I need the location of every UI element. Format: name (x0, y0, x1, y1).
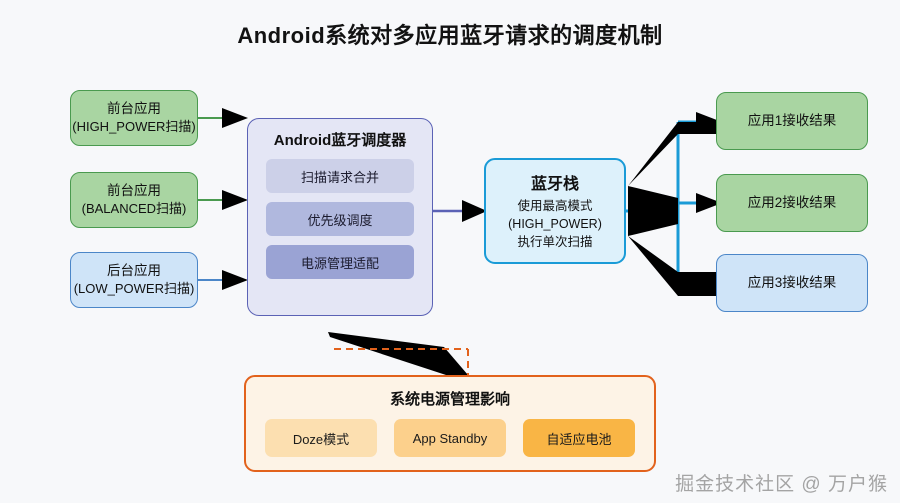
node-label-line1: 后台应用 (107, 263, 161, 279)
connector-scheduler-to-btstack (433, 200, 487, 222)
connector-app1-to-scheduler (198, 108, 248, 128)
node-android-bluetooth-scheduler[interactable]: Android蓝牙调度器 扫描请求合并 优先级调度 电源管理适配 (247, 118, 433, 316)
bt-stack-line-3: 执行单次扫描 (517, 234, 593, 249)
scheduler-item-scan-merge[interactable]: 扫描请求合并 (266, 159, 414, 193)
watermark: 掘金技术社区 @ 万户猴 (675, 474, 888, 495)
node-label-line1: 应用3接收结果 (747, 274, 837, 290)
page-title: Android系统对多应用蓝牙请求的调度机制 (237, 23, 663, 48)
connector-app2-to-scheduler (198, 190, 248, 210)
power-item-adaptive-battery[interactable]: 自适应电池 (523, 419, 635, 457)
node-label-line1: 应用1接收结果 (747, 112, 837, 128)
node-app2-receives-result[interactable]: 应用2接收结果 (716, 174, 868, 232)
connector-app3-to-scheduler (198, 270, 248, 290)
scheduler-item-power-management[interactable]: 电源管理适配 (266, 245, 414, 279)
scheduler-item-priority-scheduling[interactable]: 优先级调度 (266, 202, 414, 236)
scheduler-item-label: 电源管理适配 (300, 255, 379, 271)
power-item-label: Doze模式 (292, 431, 350, 447)
node-foreground-app-high-power[interactable]: 前台应用 (HIGH_POWER扫描) (70, 90, 198, 146)
node-app3-receives-result[interactable]: 应用3接收结果 (716, 254, 868, 312)
panel-system-power-management[interactable]: 系统电源管理影响 Doze模式 App Standby 自适应电池 (244, 375, 656, 472)
scheduler-item-label: 扫描请求合并 (300, 169, 379, 185)
scheduler-item-label: 优先级调度 (307, 212, 373, 228)
bt-stack-line-2: (HIGH_POWER) (508, 217, 602, 232)
power-panel-items: Doze模式 App Standby 自适应电池 (265, 419, 635, 457)
node-background-app-low-power[interactable]: 后台应用 (LOW_POWER扫描) (70, 252, 198, 308)
node-label-line1: 前台应用 (107, 101, 161, 117)
node-label-line2: (LOW_POWER扫描) (73, 281, 195, 297)
power-item-doze-mode[interactable]: Doze模式 (265, 419, 377, 457)
node-label-line1: 应用2接收结果 (747, 194, 837, 210)
node-label-line2: (BALANCED扫描) (81, 201, 187, 217)
node-foreground-app-balanced[interactable]: 前台应用 (BALANCED扫描) (70, 172, 198, 228)
scheduler-title: Android蓝牙调度器 (273, 132, 407, 149)
bt-stack-line-1: 使用最高模式 (517, 199, 593, 214)
connector-btstack-to-results (626, 112, 722, 296)
node-label-line2: (HIGH_POWER扫描) (72, 119, 196, 135)
power-item-label: 自适应电池 (546, 431, 612, 447)
node-app1-receives-result[interactable]: 应用1接收结果 (716, 92, 868, 150)
node-bluetooth-stack[interactable]: 蓝牙栈 使用最高模式 (HIGH_POWER) 执行单次扫描 (484, 158, 626, 264)
power-item-app-standby[interactable]: App Standby (394, 419, 506, 457)
connector-scheduler-to-power-panel (328, 332, 469, 375)
bt-stack-title: 蓝牙栈 (530, 176, 579, 194)
node-label-line1: 前台应用 (107, 183, 161, 199)
power-panel-title: 系统电源管理影响 (389, 391, 510, 408)
power-item-label: App Standby (412, 430, 488, 446)
